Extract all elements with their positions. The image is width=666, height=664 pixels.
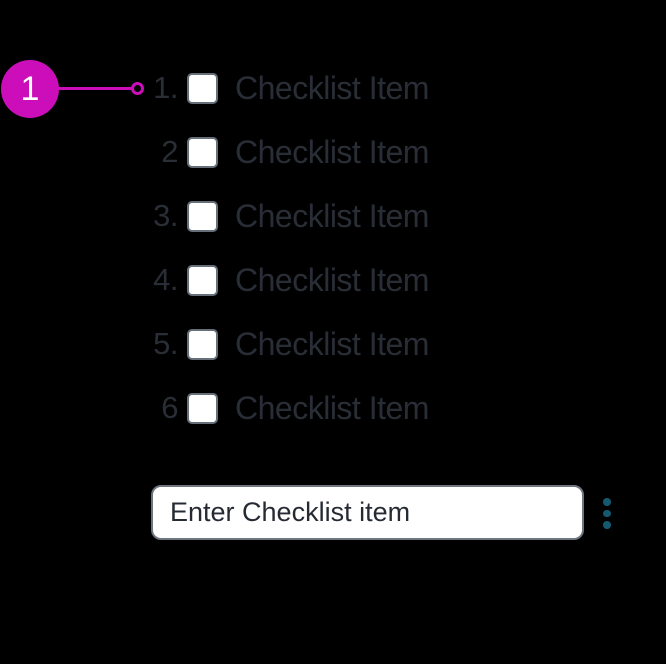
checkbox[interactable]	[187, 328, 218, 360]
kebab-menu-icon[interactable]	[603, 498, 611, 529]
item-number: 5.	[153, 326, 178, 361]
item-label: Checklist Item	[235, 133, 429, 170]
item-number: 6	[161, 390, 178, 425]
item-label: Checklist Item	[235, 261, 429, 298]
checklist-row: 3. Checklist Item	[150, 184, 429, 248]
kebab-dot	[603, 521, 611, 529]
checkbox[interactable]	[187, 72, 218, 104]
checkbox[interactable]	[187, 264, 218, 296]
item-number: 2	[161, 134, 178, 169]
checkbox[interactable]	[187, 136, 218, 168]
checklist-row: 2 Checklist Item	[150, 120, 429, 184]
item-number: 4.	[153, 262, 178, 297]
checkbox[interactable]	[187, 392, 218, 424]
callout-connector-line	[57, 86, 132, 90]
item-number: 1.	[153, 70, 178, 105]
callout-endpoint-circle	[131, 82, 144, 95]
checklist-row: 1. Checklist Item	[150, 56, 429, 120]
checklist-row: 5. Checklist Item	[150, 312, 429, 376]
checklist-row: 4. Checklist Item	[150, 248, 429, 312]
new-checklist-item-input[interactable]	[151, 485, 584, 540]
checkbox[interactable]	[187, 200, 218, 232]
kebab-dot	[603, 498, 611, 506]
kebab-dot	[603, 509, 611, 517]
item-label: Checklist Item	[235, 389, 429, 426]
checklist-row: 6 Checklist Item	[150, 376, 429, 440]
item-label: Checklist Item	[235, 197, 429, 234]
item-number: 3.	[153, 198, 178, 233]
item-label: Checklist Item	[235, 69, 429, 106]
item-label: Checklist Item	[235, 325, 429, 362]
callout-badge: 1	[1, 60, 59, 118]
checklist: 1. Checklist Item 2 Checklist Item 3. Ch…	[150, 56, 429, 440]
